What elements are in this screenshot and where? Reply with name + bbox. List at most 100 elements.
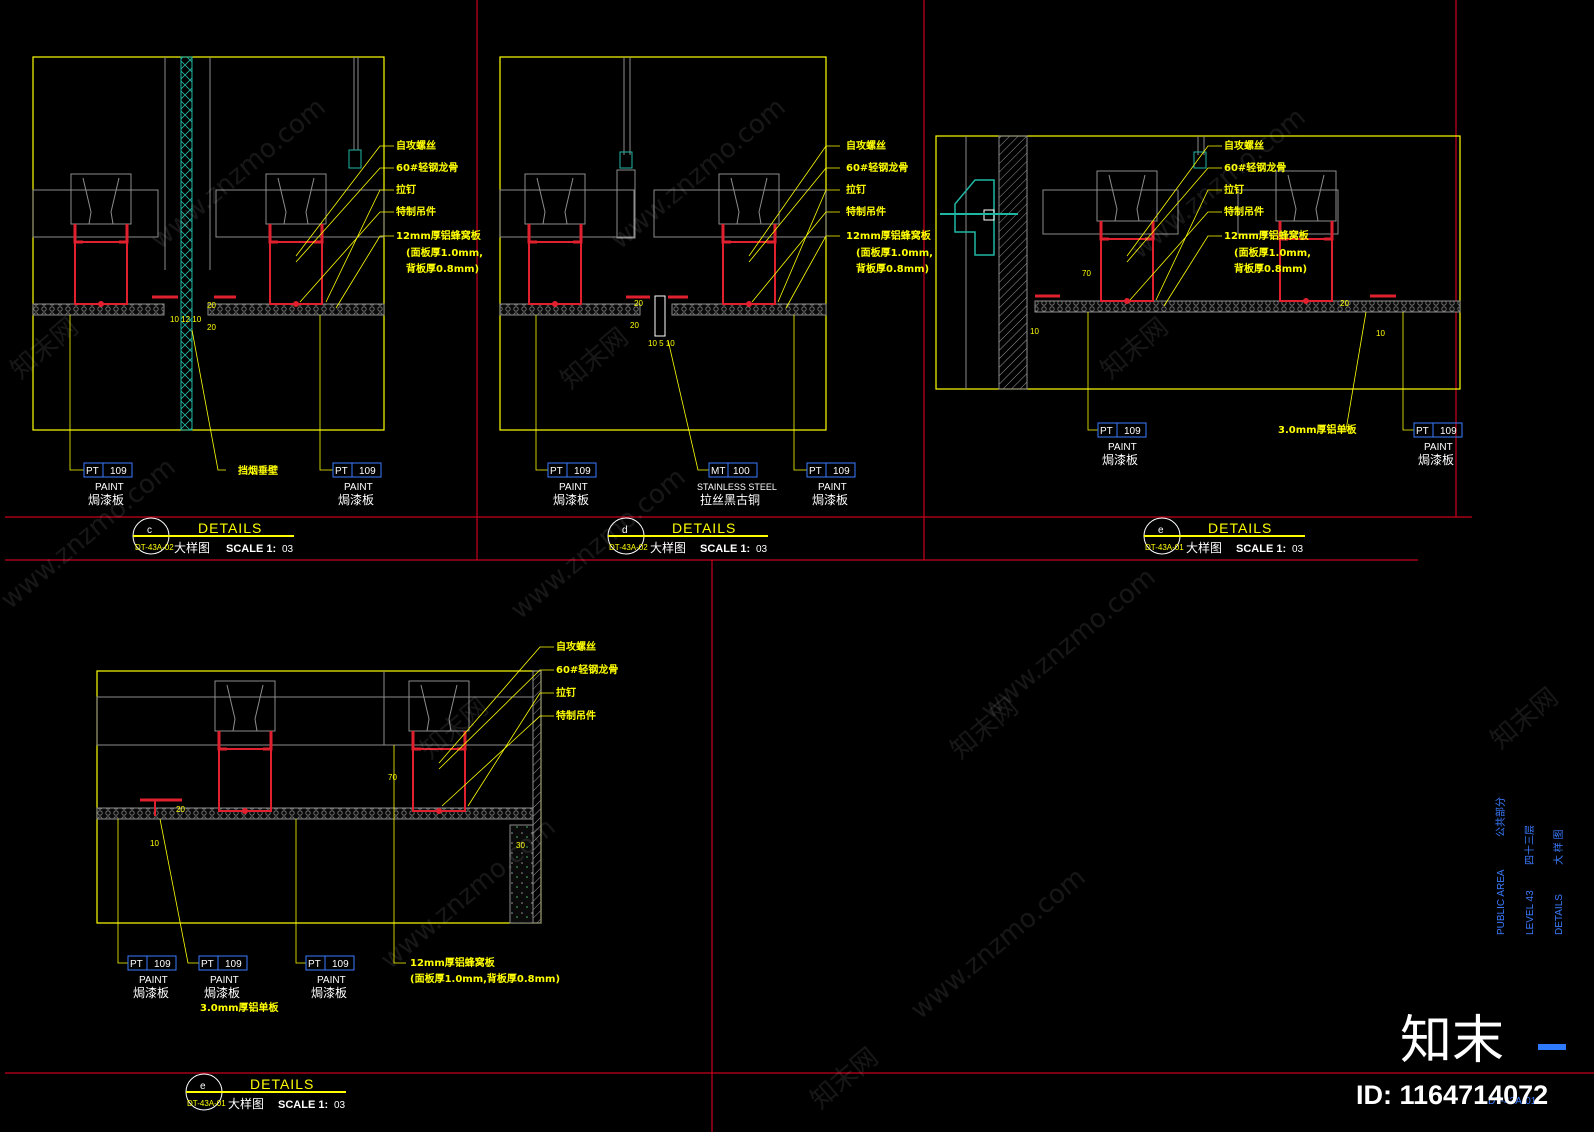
detail-e2-annotations: 自攻螺丝 60#轻钢龙骨 拉钉 特制吊件 12mm厚铝蜂窝板 (面板厚1.0mm…: [150, 640, 618, 1014]
label-honeycomb-spec: (面板厚1.0mm,: [856, 246, 933, 259]
dim-10: 10: [1030, 327, 1039, 336]
detail-scale-num: 03: [282, 544, 294, 555]
dim-20: 20: [207, 301, 216, 310]
brand-logo: 知末: [1400, 1011, 1504, 1071]
label-self-tapping-screw: 自攻螺丝: [396, 139, 436, 152]
brand-overlay: 知末 ID: 1164714072: [1356, 1011, 1566, 1110]
tag-material: PAINT: [559, 482, 588, 493]
detail-e2-tag-3: PT 109 PAINT 焗漆板: [305, 955, 355, 1000]
dim-30: 30: [516, 841, 525, 850]
tag-material-cn: 焗漆板: [88, 492, 124, 507]
detail-e1-drawing: [935, 135, 1461, 390]
detail-ref: DT-43A-01: [187, 1099, 226, 1108]
detail-cn: 大样图: [650, 540, 686, 555]
dim-bottom: 10 12 10: [170, 315, 202, 324]
tag-number: 100: [733, 466, 750, 477]
watermark-brand: 知末网: [805, 1042, 884, 1115]
detail-d-tag-2: PT 109 PAINT 焗漆板: [806, 462, 856, 507]
dim-70: 70: [1082, 269, 1091, 278]
label-rivet: 拉钉: [846, 183, 866, 196]
dim-20: 20: [176, 805, 185, 814]
label-rivet: 拉钉: [396, 183, 416, 196]
label-special-hanger: 特制吊件: [1224, 205, 1264, 218]
title-level: LEVEL 43: [1525, 890, 1536, 935]
tag-number: 109: [332, 959, 349, 970]
title-details-cn: 大 样 图: [1552, 829, 1565, 865]
detail-d-tag-mt: MT 100 STAINLESS STEEL 拉丝黑古铜: [697, 462, 777, 507]
tag-material-cn: 焗漆板: [812, 492, 848, 507]
tag-number: 109: [833, 466, 850, 477]
title-area-cn: 公共部分: [1494, 797, 1507, 837]
detail-ref: DT-43A-02: [609, 543, 648, 552]
title-area: PUBLIC AREA: [1496, 869, 1507, 935]
label-alu-plate: 3.0mm厚铝单板: [1278, 423, 1358, 436]
tag-material: PAINT: [818, 482, 847, 493]
dim-bottom: 10 5 10: [648, 339, 675, 348]
tag-material-cn: 焗漆板: [1102, 452, 1138, 467]
detail-letter: e: [200, 1081, 206, 1092]
label-special-hanger: 特制吊件: [556, 709, 596, 722]
detail-e1-tag-2: PT 109 PAINT 焗漆板: [1413, 422, 1463, 467]
title-level-cn: 四十三层: [1523, 825, 1536, 865]
detail-c-drawing: [32, 56, 385, 431]
watermark-brand: 知末网: [1095, 312, 1174, 385]
tag-number: 109: [1440, 426, 1457, 437]
detail-c-leaders: [69, 145, 394, 471]
label-self-tapping-screw: 自攻螺丝: [556, 640, 596, 653]
tag-number: 109: [359, 466, 376, 477]
tag-code: PT: [335, 466, 348, 477]
dim-20: 20: [1340, 299, 1349, 308]
tag-code: PT: [130, 959, 143, 970]
detail-scale: SCALE 1:: [1236, 543, 1286, 555]
detail-c-title: c DT-43A-02 DETAILS 大样图 SCALE 1: 03: [132, 517, 294, 555]
label-self-tapping-screw: 自攻螺丝: [1224, 139, 1264, 152]
tag-code: PT: [201, 959, 214, 970]
tag-material-cn: 焗漆板: [311, 985, 347, 1000]
detail-title: DETAILS: [250, 1076, 314, 1092]
detail-letter: e: [1158, 525, 1164, 536]
watermark-brand: 知末网: [1485, 682, 1564, 755]
detail-cn: 大样图: [228, 1096, 264, 1111]
dim-20: 20: [634, 299, 643, 308]
title-details: DETAILS: [1554, 894, 1565, 935]
label-smoke-curtain: 挡烟垂壁: [238, 464, 278, 477]
detail-e2-tag-2: PT 109 PAINT 焗漆板: [198, 955, 248, 1000]
tag-code: PT: [809, 466, 822, 477]
tag-material-cn: 焗漆板: [553, 492, 589, 507]
tag-material: STAINLESS STEEL: [697, 482, 777, 492]
tag-number: 109: [574, 466, 591, 477]
tag-code: PT: [1416, 426, 1429, 437]
detail-scale-num: 03: [1292, 544, 1304, 555]
label-honeycomb-panel: 12mm厚铝蜂窝板: [396, 229, 482, 242]
detail-e2-leaders: [117, 646, 554, 964]
detail-e2-drawing: [96, 670, 542, 924]
dim-70: 70: [388, 773, 397, 782]
detail-title: DETAILS: [672, 520, 736, 536]
dim-20: 20: [630, 321, 639, 330]
detail-cn: 大样图: [174, 540, 210, 555]
tag-number: 109: [110, 466, 127, 477]
watermark-brand: 知末网: [555, 322, 634, 395]
tag-material-cn: 焗漆板: [338, 492, 374, 507]
tag-material-cn: 焗漆板: [133, 985, 169, 1000]
title-sheet: DT-43A-01: [1488, 1096, 1537, 1107]
label-light-steel-keel: 60#轻钢龙骨: [846, 161, 908, 174]
label-honeycomb-panel: 12mm厚铝蜂窝板: [846, 229, 932, 242]
tag-material: PAINT: [344, 482, 373, 493]
label-honeycomb-spec2: 背板厚0.8mm): [1234, 262, 1307, 275]
tag-material: PAINT: [139, 975, 168, 986]
title-block: PUBLIC AREA 公共部分 LEVEL 43 四十三层 DETAILS 大…: [1488, 797, 1565, 1107]
label-light-steel-keel: 60#轻钢龙骨: [556, 663, 618, 676]
tag-number: 109: [154, 959, 171, 970]
detail-e2-tag-1: PT 109 PAINT 焗漆板: [127, 955, 177, 1000]
detail-scale: SCALE 1:: [226, 543, 276, 555]
dim-20: 20: [207, 323, 216, 332]
detail-d-annotations: 自攻螺丝 60#轻钢龙骨 拉钉 特制吊件 12mm厚铝蜂窝板 (面板厚1.0mm…: [630, 139, 933, 348]
tag-code: PT: [86, 466, 99, 477]
tag-number: 109: [225, 959, 242, 970]
detail-d-drawing: [499, 56, 827, 431]
tag-material: PAINT: [95, 482, 124, 493]
label-honeycomb-spec: (面板厚1.0mm,: [406, 246, 483, 259]
detail-e1-leaders: [1087, 145, 1414, 431]
label-special-hanger: 特制吊件: [846, 205, 886, 218]
